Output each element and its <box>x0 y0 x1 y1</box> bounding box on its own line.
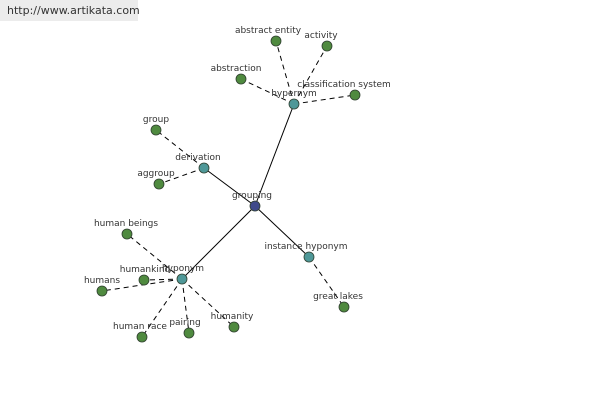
relation-hyponym-node[interactable] <box>176 273 188 285</box>
term-humanity-label: humanity <box>211 312 254 322</box>
term-aggroup-node[interactable] <box>153 178 165 190</box>
relation-hypernym-label: hypernym <box>271 89 317 99</box>
center-grouping-label: grouping <box>232 191 272 201</box>
term-human-race-label: human race <box>113 322 167 332</box>
edge-hyponym-humanity <box>181 278 235 328</box>
term-classification-system-node[interactable] <box>349 89 361 101</box>
relation-derivation-label: derivation <box>175 153 221 163</box>
edge-instance-hyponym-great-lakes <box>308 256 345 308</box>
term-pairing-node[interactable] <box>183 327 195 339</box>
term-humankind-label: humankind <box>120 265 171 275</box>
term-abstract-entity-node[interactable] <box>270 35 282 47</box>
edge-hyponym-humankind <box>143 278 183 281</box>
relation-instance-hyponym-node[interactable] <box>303 251 315 263</box>
edge-grouping-instance-hyponym <box>254 205 310 258</box>
nodes-layer <box>96 35 361 343</box>
term-classification-system-label: classification system <box>297 80 391 90</box>
term-aggroup-label: aggroup <box>137 169 175 179</box>
term-human-beings-node[interactable] <box>121 228 133 240</box>
edge-hypernym-activity <box>293 45 328 105</box>
term-great-lakes-node[interactable] <box>338 301 350 313</box>
edge-hyponym-pairing <box>181 278 190 334</box>
term-humans-label: humans <box>84 276 120 286</box>
edge-grouping-hypernym <box>254 103 295 207</box>
edge-grouping-hyponym <box>181 205 256 280</box>
edge-grouping-derivation <box>203 167 256 207</box>
term-group-label: group <box>143 115 169 125</box>
term-great-lakes-label: great lakes <box>313 292 363 302</box>
edges-layer <box>101 40 356 338</box>
term-abstract-entity-label: abstract entity <box>235 26 302 36</box>
term-activity-node[interactable] <box>321 40 333 52</box>
term-human-beings-label: human beings <box>94 219 158 229</box>
relation-hyponym-label: hyponym <box>162 264 204 274</box>
edge-hypernym-classification-system <box>293 94 356 105</box>
center-grouping-node[interactable] <box>249 200 261 212</box>
relation-hypernym-node[interactable] <box>288 98 300 110</box>
term-humankind-node[interactable] <box>138 274 150 286</box>
term-human-race-node[interactable] <box>136 331 148 343</box>
term-activity-label: activity <box>304 31 338 41</box>
edge-derivation-group <box>155 129 205 169</box>
term-pairing-label: pairing <box>169 318 200 328</box>
term-abstraction-label: abstraction <box>211 64 262 74</box>
relation-instance-hyponym-label: instance hyponym <box>264 242 347 252</box>
term-group-node[interactable] <box>150 124 162 136</box>
term-humanity-node[interactable] <box>228 321 240 333</box>
edge-hypernym-abstraction <box>240 78 295 105</box>
edge-hyponym-human-beings <box>126 233 183 280</box>
edge-hyponym-human-race <box>141 278 183 338</box>
term-abstraction-node[interactable] <box>235 73 247 85</box>
edge-hypernym-abstract-entity <box>275 40 295 105</box>
watermark-url: http://www.artikata.com <box>0 0 140 21</box>
relation-derivation-node[interactable] <box>198 162 210 174</box>
edge-derivation-aggroup <box>158 167 205 185</box>
term-humans-node[interactable] <box>96 285 108 297</box>
